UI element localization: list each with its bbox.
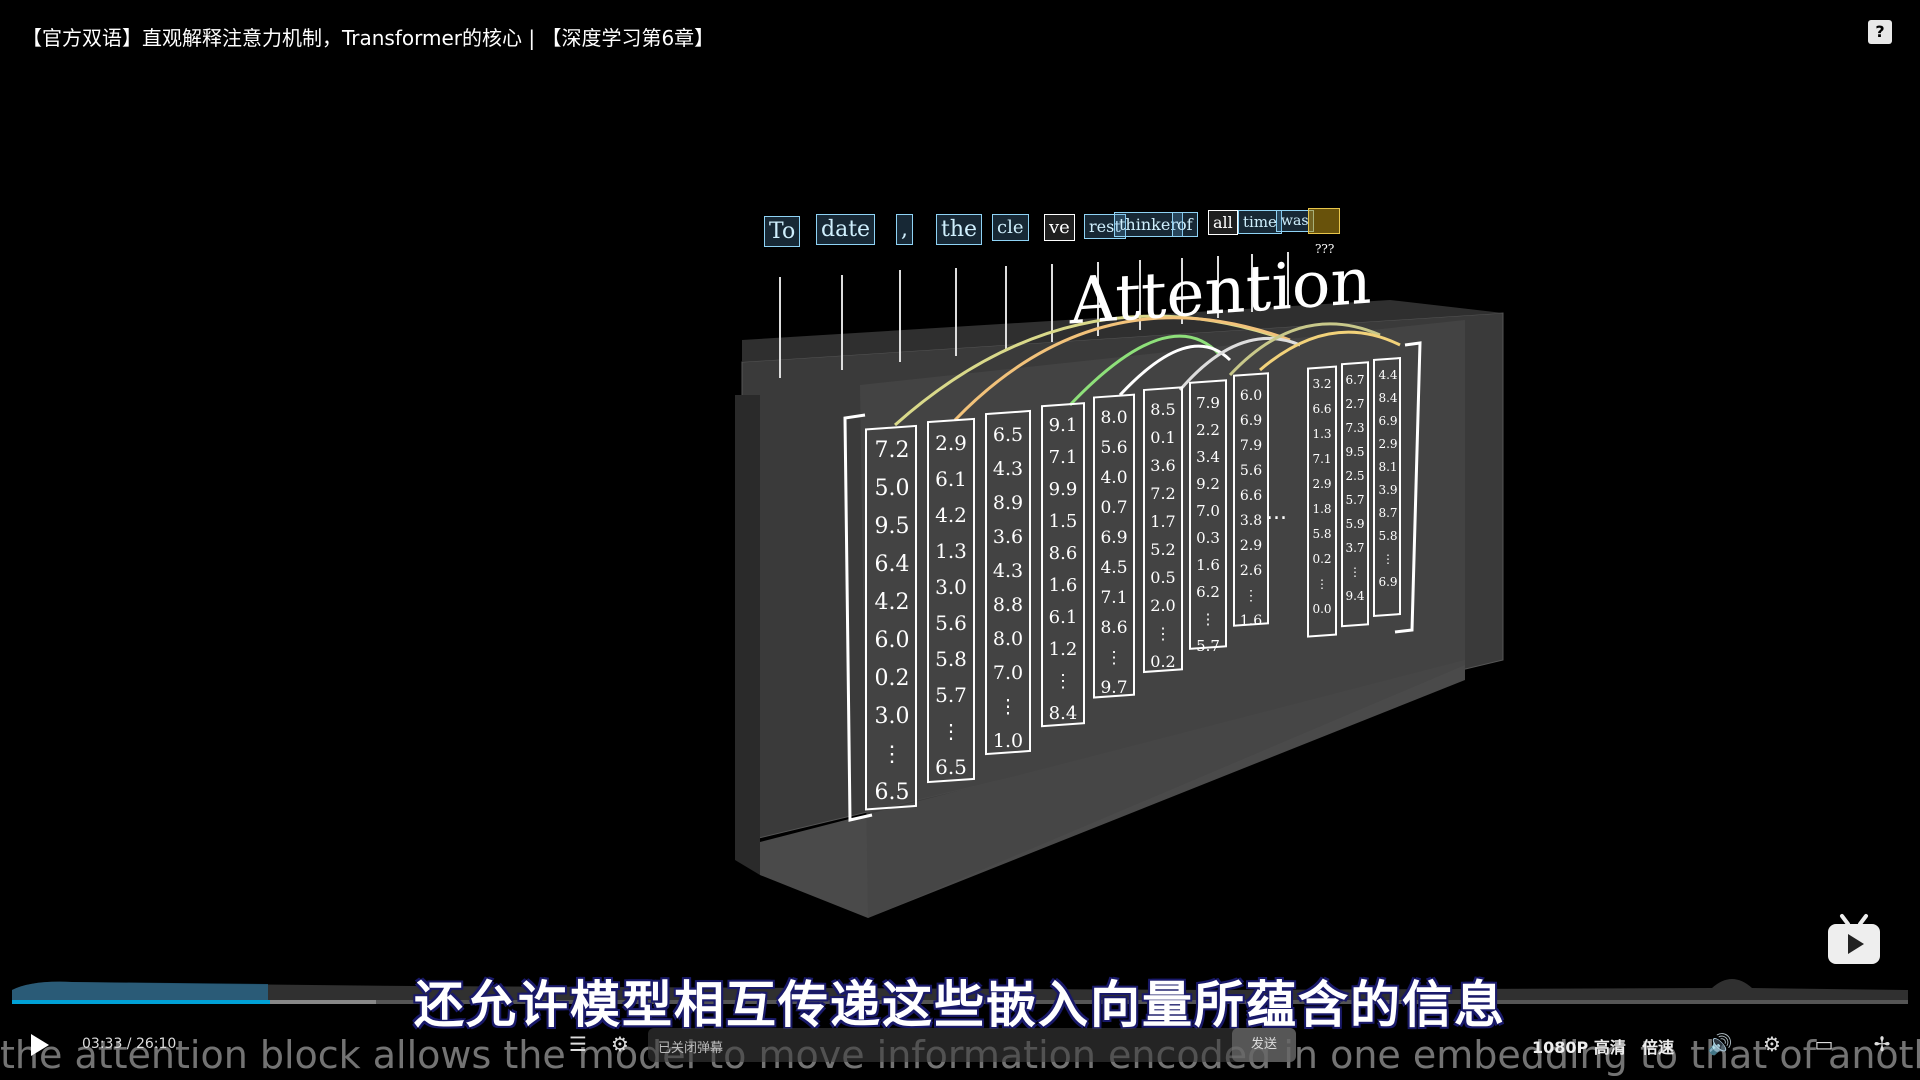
token-unknown-box bbox=[1308, 208, 1340, 234]
playback-heatmap bbox=[12, 979, 1908, 1000]
volume-icon[interactable]: 🔊 bbox=[1707, 1032, 1733, 1056]
time-separator: / bbox=[122, 1036, 136, 1052]
token-to: To bbox=[764, 216, 801, 247]
send-button[interactable]: 发送 bbox=[1232, 1028, 1296, 1062]
fullscreen-icon[interactable]: ✢ bbox=[1873, 1032, 1891, 1056]
column-ellipsis: ... bbox=[1266, 500, 1287, 525]
token-the: the bbox=[936, 214, 983, 245]
token-all: all bbox=[1208, 210, 1238, 235]
progress-bar[interactable] bbox=[12, 1000, 1908, 1004]
token-thinker: thinker bbox=[1114, 212, 1183, 237]
bilibili-tv-icon[interactable] bbox=[1826, 912, 1882, 966]
video-title: 【官方双语】直观解释注意力机制，Transformer的核心 | 【深度学习第6… bbox=[22, 26, 715, 50]
help-icon[interactable]: ? bbox=[1868, 20, 1892, 44]
time-display: 03:33 / 26:10 bbox=[82, 1036, 176, 1052]
current-time: 03:33 bbox=[82, 1036, 123, 1052]
speed-selector[interactable]: 倍速 bbox=[1642, 1038, 1675, 1057]
token-unknown: ??? bbox=[1315, 242, 1335, 256]
quality-selector[interactable]: 1080P 高清 bbox=[1532, 1038, 1626, 1057]
token-was: was bbox=[1276, 210, 1314, 232]
play-icon[interactable] bbox=[26, 1032, 52, 1058]
progress-buffered bbox=[269, 1000, 376, 1004]
settings-icon[interactable]: ⚙ bbox=[1763, 1032, 1781, 1056]
token-rest: rest bbox=[1084, 214, 1126, 239]
danmaku-toggle-icon[interactable]: ☰ bbox=[569, 1032, 587, 1056]
token-date: date bbox=[816, 214, 876, 245]
danmaku-settings-icon[interactable]: ⚙ bbox=[611, 1032, 629, 1056]
duration: 26:10 bbox=[135, 1036, 177, 1052]
subtitle-chinese: 还允许模型相互传递这些嵌入向量所蕴含的信息 bbox=[414, 976, 1506, 1034]
token-comma: , bbox=[896, 214, 913, 245]
token-of: of bbox=[1172, 212, 1198, 237]
token-time: time bbox=[1238, 210, 1282, 234]
widescreen-icon[interactable]: ▭ bbox=[1814, 1032, 1834, 1056]
token-ve: ve bbox=[1044, 214, 1075, 241]
progress-played bbox=[12, 1000, 270, 1004]
token-cle: cle bbox=[992, 214, 1029, 241]
danmaku-input[interactable]: 已关闭弹幕 bbox=[648, 1028, 1296, 1062]
